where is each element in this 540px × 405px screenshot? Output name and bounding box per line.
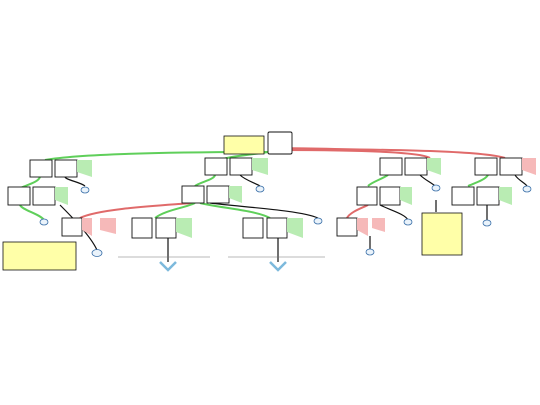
node-right-b[interactable] <box>404 157 441 176</box>
node-mid-c[interactable] <box>181 185 205 204</box>
leaf-left-b[interactable] <box>39 218 49 226</box>
note-left[interactable] <box>2 241 77 271</box>
connector-right-sub <box>367 174 389 187</box>
node-mid-a[interactable] <box>204 157 228 176</box>
leaf-farright[interactable] <box>522 185 532 193</box>
root-box <box>267 131 293 155</box>
leaf-markers <box>39 184 532 272</box>
node-mid-green-d[interactable] <box>266 217 303 239</box>
connector-left-sub <box>19 176 41 189</box>
node-mid-d[interactable] <box>206 185 242 204</box>
connector-right-black <box>379 204 409 221</box>
node-farright-d[interactable] <box>476 186 512 206</box>
connector-mid-objection <box>239 174 261 187</box>
node-farright-b[interactable] <box>499 157 536 176</box>
connector-farright-sub <box>467 174 489 187</box>
connector-mid-green-b <box>199 202 271 219</box>
node-left-b[interactable] <box>54 159 92 178</box>
leaf-mid-right[interactable] <box>313 217 323 225</box>
connector-root-farright <box>281 147 506 159</box>
connector-right-objection <box>419 174 436 187</box>
node-farright-a[interactable] <box>474 157 498 176</box>
note-right[interactable] <box>421 212 463 256</box>
node-farright-c[interactable] <box>451 186 475 206</box>
root-note <box>223 135 265 155</box>
node-mid-red-a[interactable] <box>61 217 92 237</box>
node-mid-green-a[interactable] <box>131 217 153 239</box>
node-left-d[interactable] <box>32 186 68 206</box>
node-mid-green-c[interactable] <box>242 217 264 239</box>
leaf-right[interactable] <box>431 184 441 192</box>
node-mid-red-b[interactable] <box>100 218 116 234</box>
connectors <box>19 147 528 262</box>
node-right-a[interactable] <box>379 157 403 176</box>
leaf-left-bottom[interactable] <box>91 249 103 257</box>
chevron-mid-a-icon[interactable] <box>159 261 177 272</box>
node-right-e[interactable] <box>336 217 385 237</box>
connector-mid-green-a <box>154 202 196 219</box>
node-right-d[interactable] <box>379 186 412 206</box>
node-left-a[interactable] <box>29 159 53 178</box>
connector-root-right <box>279 149 431 159</box>
root-claim[interactable] <box>223 131 293 155</box>
connector-mid-red <box>79 202 193 219</box>
argument-nodes <box>7 157 536 239</box>
connector-left-sub2 <box>19 204 45 221</box>
connector-left-objection <box>64 176 86 187</box>
chevron-mid-b-icon[interactable] <box>269 261 287 272</box>
node-left-c[interactable] <box>7 186 31 206</box>
node-mid-green-b[interactable] <box>155 217 192 239</box>
leaf-right-b[interactable] <box>403 218 413 226</box>
leaf-left[interactable] <box>80 186 90 194</box>
leaf-farright-b[interactable] <box>482 219 492 227</box>
connector-mid-sub <box>194 174 216 187</box>
connector-mid-black <box>209 202 319 219</box>
connector-right-red <box>346 204 369 219</box>
node-mid-b[interactable] <box>229 157 268 176</box>
connector-farright-objection <box>514 174 528 187</box>
leaf-right-bottom[interactable] <box>365 248 375 256</box>
leaf-mid[interactable] <box>255 185 265 193</box>
node-right-c[interactable] <box>356 186 378 206</box>
notes <box>2 212 463 271</box>
